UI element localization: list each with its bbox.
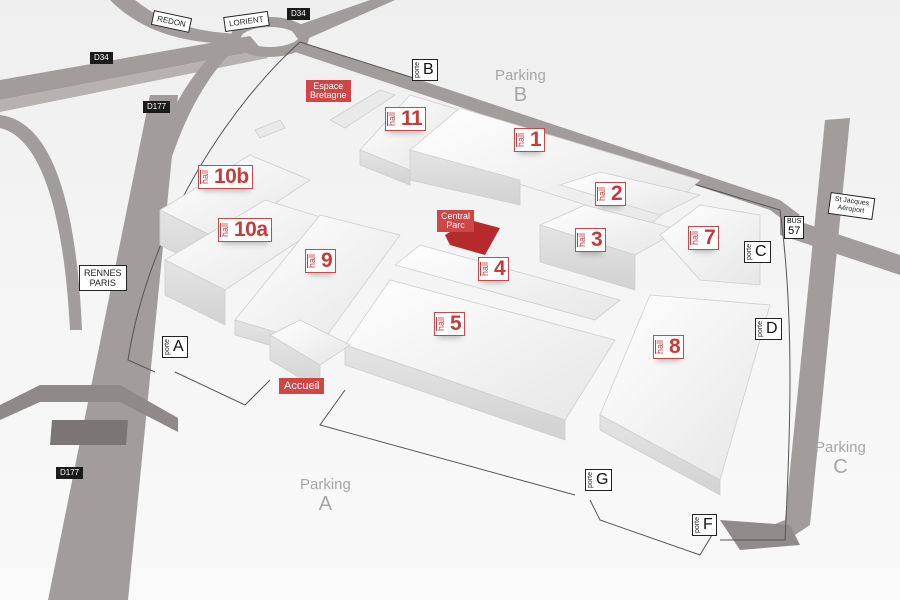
porte-word: porte — [587, 472, 594, 488]
parking-b-zone: B — [513, 84, 528, 106]
parc-label: Parc — [446, 220, 465, 230]
hall-9-badge[interactable]: hall 9 — [305, 249, 337, 273]
hall-number: 10a — [234, 218, 268, 241]
hall-word: hall — [577, 232, 588, 247]
hall-word: hall — [436, 316, 447, 331]
porte-a-badge[interactable]: porte A — [162, 336, 188, 358]
hall-word: hall — [387, 111, 398, 126]
porte-d-badge[interactable]: porte D — [755, 318, 782, 340]
central-parc-label[interactable]: Central Parc — [437, 210, 475, 232]
bretagne-label: Bretagne — [310, 90, 347, 100]
parking-c-label: Parking C — [815, 440, 866, 477]
redon-label: REDON — [156, 14, 187, 29]
central-label: Central — [441, 211, 471, 221]
hall-11-badge[interactable]: hall 11 — [385, 107, 427, 131]
hall-10b-badge[interactable]: hall 10b — [198, 165, 253, 189]
bus-number: 57 — [788, 225, 801, 237]
hall-10a-badge[interactable]: hall 10a — [218, 218, 272, 242]
hall-word: hall — [200, 169, 211, 184]
hall-word: hall — [220, 222, 231, 237]
paris-label: PARIS — [89, 278, 116, 288]
bus-stop-57: BUS 57 — [784, 216, 805, 239]
fences — [127, 41, 791, 556]
espace-bretagne-label[interactable]: Espace Bretagne — [306, 80, 351, 102]
hall-word: hall — [690, 230, 701, 245]
hall-3-badge[interactable]: hall 3 — [575, 228, 607, 252]
direction-sign-rennes-paris: RENNES PARIS — [79, 265, 127, 291]
parking-b-label: Parking B — [495, 68, 546, 105]
porte-b-badge[interactable]: porte B — [412, 59, 438, 81]
hall-number: 5 — [450, 312, 462, 335]
parking-a-word: Parking — [300, 476, 351, 493]
porte-letter: F — [703, 516, 713, 533]
porte-word: porte — [757, 321, 764, 337]
porte-f-badge[interactable]: porte F — [692, 514, 717, 536]
hall-2-badge[interactable]: hall 2 — [595, 182, 627, 206]
hall-word: hall — [307, 253, 318, 268]
lorient-label: LORIENT — [228, 14, 265, 29]
porte-word: porte — [746, 244, 753, 260]
road-tag-d177-bottom: D177 — [56, 467, 84, 479]
road-tag-d34-top: D34 — [287, 8, 310, 20]
hall-word: hall — [480, 261, 491, 276]
hall-number: 1 — [530, 128, 542, 151]
hall-number: 4 — [494, 257, 506, 280]
bus-label: BUS — [787, 218, 802, 225]
hall-8-badge[interactable]: hall 8 — [653, 335, 685, 359]
hall-number: 11 — [401, 107, 423, 130]
road-tag-d177-top: D177 — [143, 101, 171, 113]
hall-word: hall — [655, 339, 666, 354]
road-tag-d34-left: D34 — [90, 52, 113, 64]
porte-letter: D — [766, 320, 778, 337]
espace-label: Espace — [313, 81, 344, 91]
porte-g-badge[interactable]: porte G — [585, 469, 613, 491]
porte-word: porte — [694, 517, 701, 533]
hall-number: 10b — [214, 165, 249, 188]
hall-number: 9 — [321, 249, 333, 272]
hall-4-badge[interactable]: hall 4 — [478, 257, 510, 281]
parking-c-zone: C — [833, 456, 848, 478]
porte-letter: A — [173, 338, 184, 355]
porte-word: porte — [164, 339, 171, 355]
porte-letter: B — [423, 61, 434, 78]
buildings — [159, 89, 771, 496]
hall-7-badge[interactable]: hall 7 — [688, 226, 720, 250]
hall-number: 3 — [591, 228, 603, 251]
porte-c-badge[interactable]: porte C — [744, 241, 771, 263]
parking-a-label: Parking A — [300, 477, 351, 514]
hall-number: 2 — [611, 182, 623, 205]
hall-word: hall — [516, 132, 527, 147]
porte-word: porte — [414, 62, 421, 78]
accueil-label[interactable]: Accueil — [279, 378, 325, 394]
hall-word: hall — [597, 186, 608, 201]
parking-b-word: Parking — [495, 67, 546, 84]
parking-a-zone: A — [318, 493, 333, 515]
porte-letter: C — [755, 243, 767, 260]
hall-5-badge[interactable]: hall 5 — [434, 312, 466, 336]
hall-number: 8 — [669, 335, 681, 358]
parking-c-word: Parking — [815, 439, 866, 456]
hall-number: 7 — [704, 226, 716, 249]
rennes-label: RENNES — [84, 268, 122, 278]
porte-letter: G — [596, 471, 609, 488]
hall-1-badge[interactable]: hall 1 — [514, 128, 546, 152]
